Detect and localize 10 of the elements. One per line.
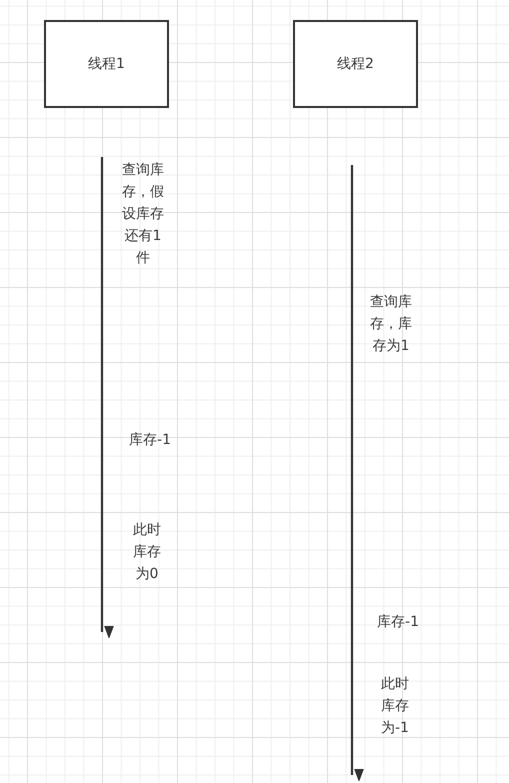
step-note: 查询库存，假设库存还有1件	[121, 161, 165, 268]
step-note: 库存-1	[129, 431, 171, 450]
thread-box	[293, 20, 418, 108]
step-note: 查询库存，库存为1	[369, 293, 413, 356]
step-note: 此时库存为0	[132, 521, 162, 584]
thread-label: 线程2	[337, 55, 374, 73]
step-note: 库存-1	[377, 613, 419, 632]
thread-box	[44, 20, 169, 108]
step-note: 此时库存为-1	[380, 675, 410, 738]
thread-label: 线程1	[88, 55, 125, 73]
